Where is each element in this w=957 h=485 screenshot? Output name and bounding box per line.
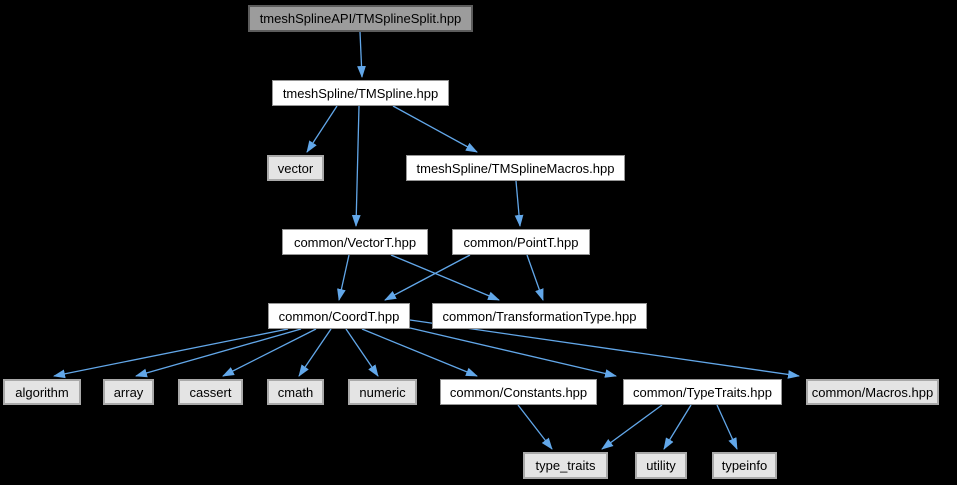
- edge-tmsplinesplit-to-tmspline: [357, 31, 366, 78]
- edge-tmspline-to-vector: [306, 105, 338, 153]
- edge-pointt-to-transformationtype: [526, 254, 544, 301]
- graph-node-typetraits[interactable]: common/TypeTraits.hpp: [623, 379, 782, 405]
- edge-coordt-to-array: [135, 328, 302, 378]
- graph-node-vectort[interactable]: common/VectorT.hpp: [282, 229, 428, 255]
- edge-vectort-to-transformationtype: [390, 254, 500, 301]
- graph-node-tmsplinemacros[interactable]: tmeshSpline/TMSplineMacros.hpp: [406, 155, 625, 181]
- graph-node-tmspline[interactable]: tmeshSpline/TMSpline.hpp: [272, 80, 449, 106]
- edge-typetraits-to-typeinfo: [716, 404, 738, 450]
- edge-vectort-to-coordt: [337, 254, 350, 301]
- edge-coordt-to-typetraits: [409, 327, 617, 378]
- graph-node-cmath[interactable]: cmath: [267, 379, 324, 405]
- graph-node-numeric[interactable]: numeric: [348, 379, 417, 405]
- edge-coordt-to-cmath: [298, 328, 332, 377]
- graph-node-transformationtype[interactable]: common/TransformationType.hpp: [432, 303, 647, 329]
- graph-node-tmsplinesplit[interactable]: tmeshSplineAPI/TMSplineSplit.hpp: [248, 5, 473, 32]
- graph-node-utility[interactable]: utility: [635, 452, 687, 479]
- edge-coordt-to-algorithm: [53, 328, 289, 379]
- edge-pointt-to-coordt: [384, 254, 471, 301]
- graph-node-coordt[interactable]: common/CoordT.hpp: [268, 303, 410, 329]
- edge-coordt-to-numeric: [345, 328, 379, 377]
- edge-tmspline-to-tmsplinemacros: [392, 105, 478, 153]
- graph-node-pointt[interactable]: common/PointT.hpp: [452, 229, 590, 255]
- edge-coordt-to-constants: [361, 328, 478, 377]
- edge-coordt-to-macros: [409, 319, 800, 379]
- edge-constants-to-type_traits: [517, 404, 553, 450]
- graph-node-macros[interactable]: common/Macros.hpp: [806, 379, 939, 405]
- graph-node-constants[interactable]: common/Constants.hpp: [440, 379, 597, 405]
- graph-node-type_traits[interactable]: type_traits: [523, 452, 608, 479]
- edge-tmspline-to-vectort: [351, 105, 361, 227]
- graph-node-array[interactable]: array: [103, 379, 154, 405]
- edge-typetraits-to-utility: [663, 404, 692, 450]
- graph-node-typeinfo[interactable]: typeinfo: [712, 452, 777, 479]
- edge-typetraits-to-type_traits: [601, 404, 663, 450]
- graph-node-vector[interactable]: vector: [267, 155, 324, 181]
- graph-node-cassert[interactable]: cassert: [178, 379, 243, 405]
- edge-coordt-to-cassert: [222, 328, 317, 377]
- graph-node-algorithm[interactable]: algorithm: [3, 379, 81, 405]
- edge-tmsplinemacros-to-pointt: [514, 180, 524, 227]
